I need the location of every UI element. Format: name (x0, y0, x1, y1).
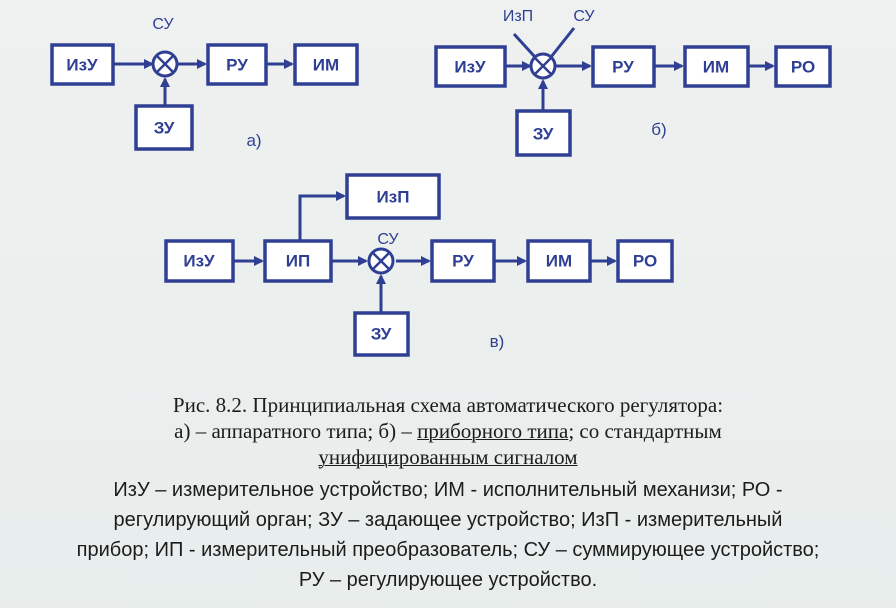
block-b-im-label: ИМ (703, 58, 729, 77)
caption-line-2-start: а) – аппаратного типа; б) – (174, 419, 418, 443)
block-c-ro (616, 239, 674, 283)
block-c-izp-label: ИзП (377, 188, 410, 207)
caption-line-3-text: унифицированным сигналом (318, 445, 578, 469)
diagram-b: ИзУ ИзП СУ РУ ИМ РО ЗУ б) (434, 8, 832, 157)
block-b-im (683, 45, 750, 88)
block-c-izu (164, 239, 235, 283)
diagram-c-label: в) (490, 332, 505, 351)
block-a-zu (134, 104, 194, 151)
block-a-im (293, 43, 359, 86)
block-c-ru (430, 239, 496, 283)
legend-line-4: РУ – регулирующее устройство. (298, 569, 598, 591)
block-a-ru-label: РУ (226, 56, 248, 75)
legend-line-3: прибор; ИП - измерительный преобразовате… (76, 539, 820, 561)
block-a-zu-label: ЗУ (154, 119, 175, 138)
summer-b-label: СУ (573, 8, 595, 25)
summer-a-cross-2 (156, 55, 174, 73)
caption-line-3: унифицированным сигналом (0, 444, 896, 470)
legend-line-1: ИзУ – измерительное устройство; ИМ - исп… (113, 479, 783, 501)
wire-b-su-leader (549, 27, 576, 58)
summer-b-izp-label: ИзП (503, 8, 533, 25)
legend-line-2: регулирующий орган; ЗУ – задающее устрой… (113, 509, 783, 531)
block-b-ru (591, 45, 656, 88)
caption-line-1: Рис. 8.2. Принципиальная схема автоматич… (172, 393, 724, 417)
diagram-c: ИзУ ИП ИзП СУ РУ ИМ РО ЗУ в) (164, 173, 674, 357)
diagram-a: ИзУ СУ РУ ИМ ЗУ а) (50, 16, 359, 151)
block-b-ru-label: РУ (612, 58, 634, 77)
block-b-zu-label: ЗУ (533, 125, 554, 144)
block-b-ro-label: РО (791, 58, 815, 77)
diagram-a-label: а) (246, 131, 261, 150)
block-c-izp (345, 173, 441, 220)
diagram-b-label: б) (651, 120, 666, 139)
block-diagrams: ИзУ СУ РУ ИМ ЗУ а) ИзУ ИзП СУ РУ ИМ (50, 8, 832, 357)
wire-c-ip-izp (298, 191, 346, 243)
summer-a-label: СУ (152, 16, 174, 33)
block-c-ro-label: РО (633, 252, 657, 271)
figure-caption: Рис. 8.2. Принципиальная схема автоматич… (0, 392, 896, 470)
block-c-zu (353, 311, 410, 357)
block-b-izu-label: ИзУ (454, 58, 486, 77)
wire-b-izp-tap (512, 32, 537, 59)
block-a-izu (50, 43, 115, 86)
block-a-im-label: ИМ (313, 56, 339, 75)
block-a-izu-label: ИзУ (66, 56, 98, 75)
block-a-ru (206, 43, 268, 86)
summer-b-cross-2 (534, 57, 552, 75)
summer-c-cross-2 (372, 252, 390, 270)
caption-line-2-underlined: приборного типа (417, 419, 569, 443)
block-b-ro (774, 45, 832, 88)
caption-line-2-end: ; со стандартным (568, 419, 722, 443)
block-b-zu (515, 109, 572, 157)
block-c-izu-label: ИзУ (183, 252, 215, 271)
block-c-im-label: ИМ (546, 252, 572, 271)
block-c-ru-label: РУ (452, 252, 474, 271)
block-c-ip (263, 239, 333, 283)
block-b-izu (434, 45, 507, 88)
block-c-im (526, 239, 592, 283)
caption-line-2: а) – аппаратного типа; б) – приборного т… (0, 418, 896, 444)
legend-block: ИзУ – измерительное устройство; ИМ - исп… (0, 475, 896, 595)
block-c-ip-label: ИП (286, 252, 310, 271)
summer-c-label: СУ (377, 231, 399, 248)
block-c-zu-label: ЗУ (371, 325, 392, 344)
